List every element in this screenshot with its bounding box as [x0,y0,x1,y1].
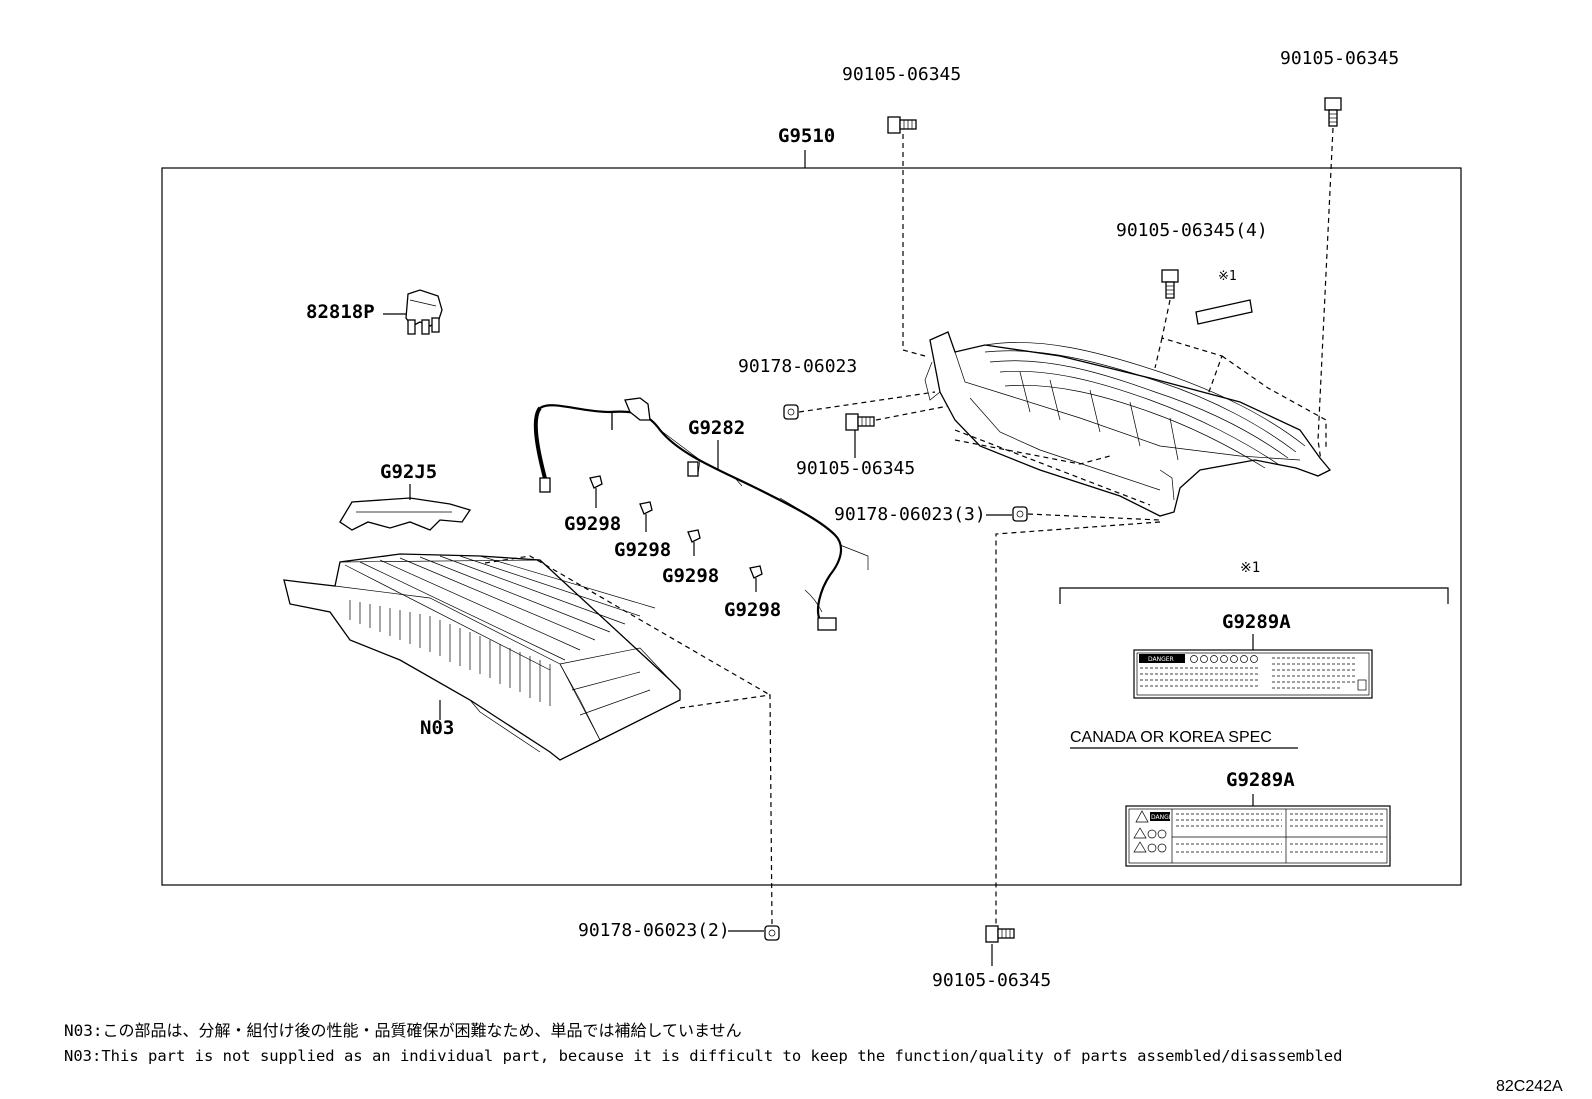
clip-icon-1 [589,475,603,508]
label-sticker-icon [1195,299,1253,325]
leader-cover-bolt-1 [1161,299,1223,401]
leader-cover-lower-2 [954,439,1111,465]
leader-module-top [484,555,771,696]
danger-text-1: DANGER [1148,656,1174,663]
label-assembly: G9510 [778,125,835,147]
label-caution-2: G9289A [1226,769,1295,791]
clip-icon-4 [749,565,763,592]
leader-bolt-mid [875,405,949,421]
label-clip-1: G9298 [564,513,621,535]
label-clip-3: G9298 [662,565,719,587]
bolt-top-center-icon [887,116,917,134]
bolt-top-right-icon [1324,97,1342,127]
leader-module-side [679,694,773,926]
leader-top-center [902,134,926,357]
clip-icon-2 [639,501,653,532]
leader-cover-bolt-3 [1221,355,1327,450]
label-plate: G92J5 [380,461,437,483]
label-caution-1: G9289A [1222,611,1291,633]
label-bolt-mid: 90105-06345 [796,458,915,479]
note-japanese: N03:この部品は、分解・組付け後の性能・品質確保が困難なため、単品では補給して… [64,1021,742,1040]
label-bolt-cover: 90105-06345(4) [1116,220,1268,241]
danger-text-2: DANGER [1151,814,1177,821]
label-module: N03 [420,717,454,739]
label-nut-3: 90178-06023(3) [834,504,986,525]
label-bolt-top-right: 90105-06345 [1280,48,1399,69]
leader-cover-bolt-2 [1154,337,1163,369]
nut-icon [783,404,799,420]
label-harness: G9282 [688,417,745,439]
label-clip-2: G9298 [614,539,671,561]
leader-nut-3 [1027,513,1161,521]
battery-module-icon [283,553,681,761]
caution-label-1-icon: DANGER [1133,649,1373,699]
assembly-frame [161,167,1462,886]
note-english: N03:This part is not supplied as an indi… [64,1047,1342,1065]
leader-nut-a [798,391,936,413]
leader-cover-lower [954,429,1151,506]
label-clip-4: G9298 [724,599,781,621]
caution-label-2-icon: DANGER [1125,805,1391,867]
nut-2-icon [764,925,780,941]
bolt-mid-icon [845,413,875,431]
bolt-bottom-icon [985,925,1015,943]
figure-code: 82C242A [1496,1078,1563,1095]
wire-harness-icon [533,397,869,631]
battery-cover-icon [924,331,1332,517]
clip-icon-3 [687,529,701,556]
ref-mark-top: ※1 [1218,269,1237,284]
leader-bolt-bottom [995,521,1161,924]
nut-3-icon [1012,506,1028,522]
label-bolt-top-center: 90105-06345 [842,64,961,85]
leader-top-right [1317,127,1334,469]
label-bolt-bottom: 90105-06345 [932,970,1051,991]
bus-bar-plate-icon [339,497,472,531]
bolt-cover-icon [1161,269,1179,299]
ref-bracket [1059,587,1449,604]
label-nut-a: 90178-06023 [738,356,857,377]
label-nut-2: 90178-06023(2) [578,920,730,941]
ref-mark-box: ※1 [1240,560,1260,576]
label-spec-note: CANADA OR KOREA SPEC [1070,729,1272,746]
bracket-icon [405,289,443,335]
label-bracket: 82818P [306,301,375,323]
